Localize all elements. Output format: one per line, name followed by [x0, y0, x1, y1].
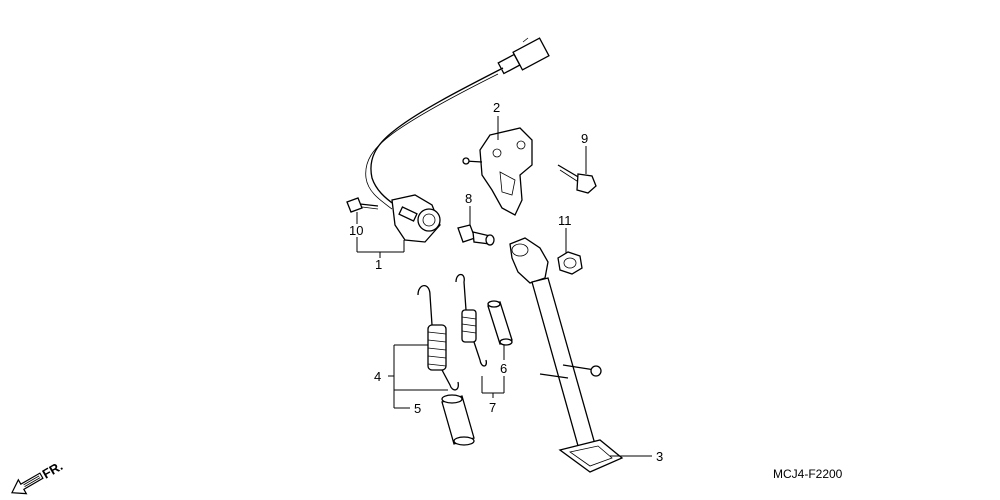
callout-1: 1: [375, 257, 382, 272]
switch-bolt[interactable]: [346, 197, 379, 213]
pivot-bolt[interactable]: [557, 164, 597, 194]
large-spring[interactable]: [417, 284, 459, 391]
callout-6: 6: [500, 361, 507, 376]
callout-11: 11: [558, 213, 572, 228]
callout-3: 3: [656, 449, 663, 464]
callout-7: 7: [489, 400, 496, 415]
callout-4: 4: [374, 369, 381, 384]
leader-lines: [356, 116, 652, 457]
large-spring-collar[interactable]: [441, 394, 475, 446]
diagram-code: MCJ4-F2200: [773, 467, 843, 481]
small-spring[interactable]: [455, 273, 488, 367]
callout-2: 2: [493, 100, 500, 115]
callout-10: 10: [349, 223, 363, 238]
callout-8: 8: [465, 191, 472, 206]
small-spring-collar[interactable]: [487, 300, 513, 346]
spring-hook-bolt[interactable]: [457, 224, 495, 246]
sidestand-switch-harness[interactable]: [365, 37, 550, 243]
callout-9: 9: [581, 131, 588, 146]
front-direction-arrow-icon: FR.: [11, 458, 65, 495]
pivot-nut[interactable]: [557, 251, 583, 275]
sidestand-bracket[interactable]: [462, 127, 533, 216]
side-stand[interactable]: [509, 237, 624, 473]
callout-5: 5: [414, 401, 421, 416]
